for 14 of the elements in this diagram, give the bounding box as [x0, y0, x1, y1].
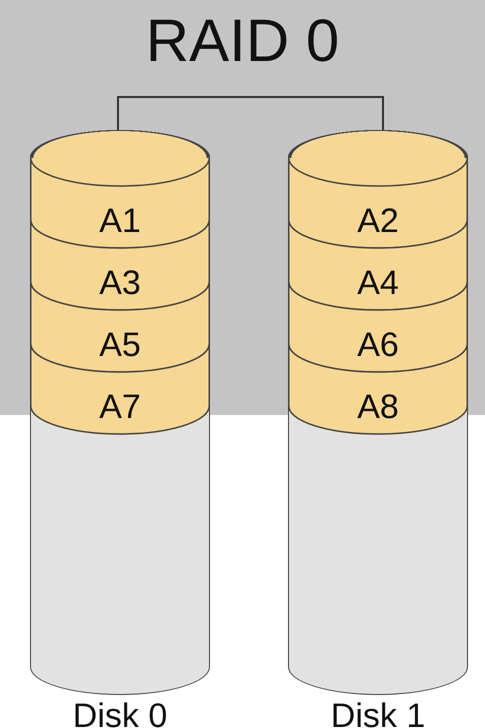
- block-label: A8: [356, 387, 400, 427]
- block-label: A7: [98, 387, 142, 427]
- data-block: [30, 158, 210, 248]
- block-label: A2: [356, 201, 400, 241]
- block-label: A1: [98, 201, 142, 241]
- disk-label: Disk 1: [330, 696, 426, 728]
- disk-label: Disk 0: [72, 696, 168, 728]
- block-label: A5: [98, 325, 142, 365]
- block-label: A6: [356, 325, 400, 365]
- block-label: A3: [98, 263, 142, 303]
- connector-line: [117, 96, 384, 130]
- data-block: [288, 158, 468, 248]
- block-label: A4: [356, 263, 400, 303]
- title: RAID 0: [144, 6, 340, 76]
